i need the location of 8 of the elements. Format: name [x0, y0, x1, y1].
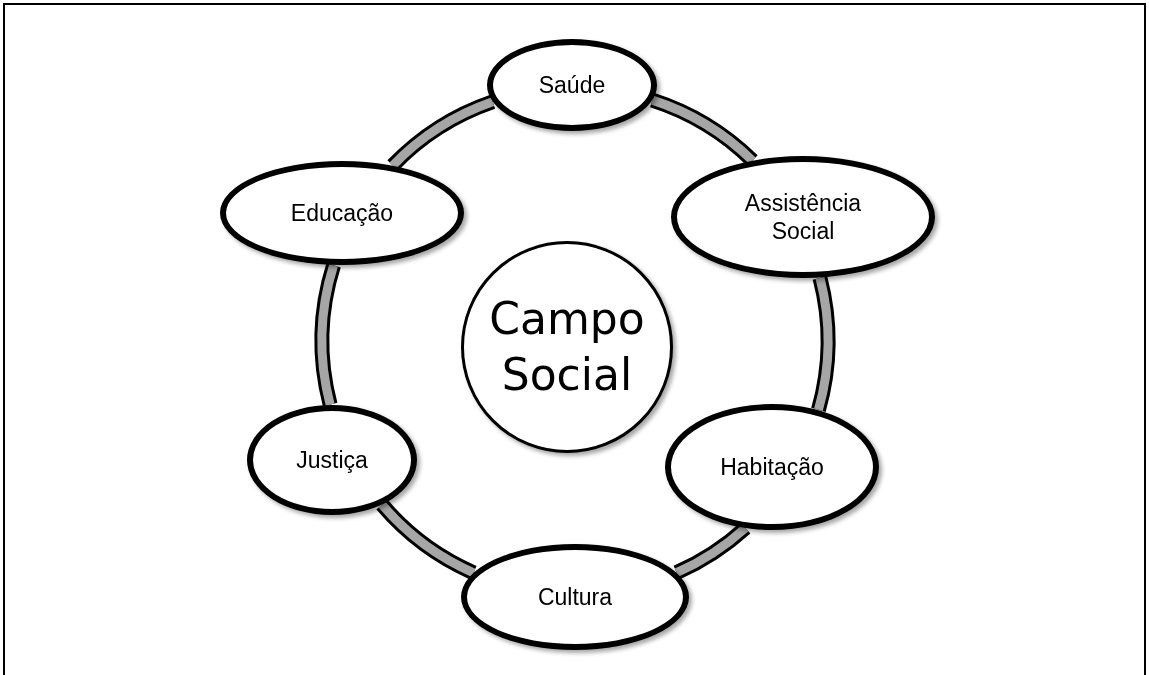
topic-label: Educação: [289, 199, 395, 227]
topic-label: Habitação: [719, 453, 825, 481]
ring-connector: [314, 263, 341, 407]
center-label: Campo Social: [488, 292, 646, 402]
topic-label: Justiça: [295, 446, 369, 474]
topic-label: Cultura: [536, 583, 614, 611]
topic-label: Saúde: [537, 71, 607, 99]
topic-label: Assistência Social: [743, 189, 863, 245]
